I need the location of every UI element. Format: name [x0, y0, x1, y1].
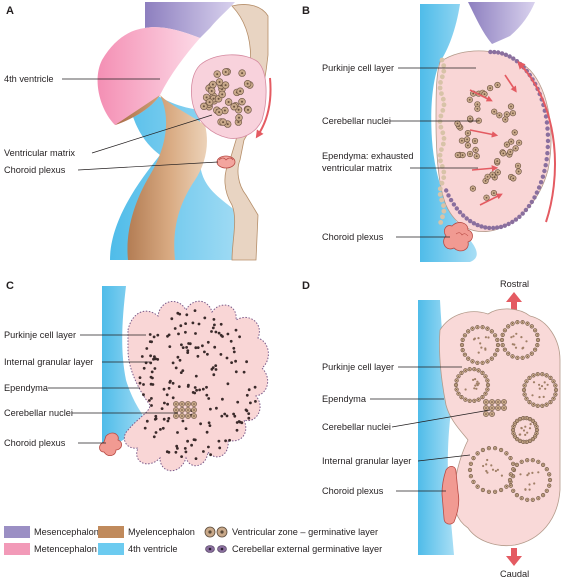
panel-b-cell-clusters	[437, 49, 551, 231]
legend-swatch-external-layer	[205, 545, 227, 553]
panel-b-label-nuclei: Cerebellar nuclei	[322, 116, 391, 126]
legend-swatch-fourth-ventricle	[98, 543, 124, 555]
panel-c: C Purkinje cell layer Internal granular …	[4, 280, 269, 472]
panel-d: D Rostral Caudal Purkinje cell layer Epe…	[302, 279, 561, 579]
panel-a-label-plexus: Choroid plexus	[4, 165, 66, 175]
panel-b-migration-arrows	[469, 74, 517, 206]
legend-label-metencephalon: Metencephalon	[34, 544, 97, 554]
panel-d-leader-granular	[417, 454, 471, 462]
legend-label-mesencephalon: Mesencephalon	[34, 527, 99, 537]
panel-c-letter: C	[6, 280, 14, 292]
panel-d-label-granular: Internal granular layer	[322, 456, 411, 466]
panel-d-label-caudal: Caudal	[500, 569, 529, 579]
panel-a-leader-plexus	[77, 161, 219, 171]
panel-b: B Purkinje cell layer Cerebellar nuclei …	[302, 2, 556, 262]
panel-d-label-purkinje: Purkinje cell layer	[322, 362, 394, 372]
panel-a-migration-arrow	[255, 77, 272, 139]
panel-b-label-purkinje: Purkinje cell layer	[322, 63, 394, 73]
legend-swatch-metencephalon	[4, 543, 30, 555]
panel-b-label-plexus: Choroid plexus	[322, 232, 384, 242]
panel-d-choroid-plexus	[441, 466, 460, 525]
panel-c-fourth-ventricle	[102, 286, 150, 448]
panel-b-label-ependyma-2: ventricular matrix	[322, 163, 392, 173]
legend: Mesencephalon Metencephalon Myelencephal…	[4, 526, 382, 555]
legend-swatch-myelencephalon	[98, 526, 124, 538]
legend-label-external-layer: Cerebellar external germinative layer	[232, 544, 382, 554]
panel-b-label-ependyma-1: Ependyma: exhausted	[322, 151, 413, 161]
legend-label-fourth-ventricle: 4th ventricle	[128, 544, 178, 554]
panel-a: A 4th ventricle Ventricular matrix Choro…	[4, 2, 272, 261]
panel-d-label-nuclei: Cerebellar nuclei	[322, 422, 391, 432]
panel-d-lobule-cells	[453, 320, 559, 502]
panel-c-label-plexus: Choroid plexus	[4, 438, 66, 448]
panel-d-caudal-arrow	[506, 548, 522, 566]
panel-c-label-granular: Internal granular layer	[4, 357, 93, 367]
panel-a-metencephalon	[97, 27, 200, 125]
panel-a-label-matrix: Ventricular matrix	[4, 148, 75, 158]
panel-d-label-ependyma: Ependyma	[322, 394, 367, 404]
legend-swatch-mesencephalon	[4, 526, 30, 538]
legend-label-ventricular-zone: Ventricular zone – germinative layer	[232, 527, 378, 537]
panel-d-letter: D	[302, 280, 310, 292]
panel-c-cell-clusters	[138, 309, 257, 460]
panel-b-external-arrow	[517, 61, 556, 223]
panel-a-choroid-plexus	[216, 155, 236, 169]
panel-c-cerebellum	[123, 300, 269, 472]
panel-d-leader-nuclei	[391, 409, 491, 428]
panel-b-letter: B	[302, 5, 310, 17]
panel-a-leader-matrix	[91, 114, 213, 154]
panel-c-label-purkinje: Purkinje cell layer	[4, 330, 76, 340]
panel-d-label-rostral: Rostral	[500, 279, 529, 289]
panel-d-label-plexus: Choroid plexus	[322, 486, 384, 496]
panel-a-letter: A	[6, 5, 14, 17]
panel-a-ventricular-zone-cells	[200, 68, 254, 128]
legend-swatch-ventricular-zone	[204, 526, 228, 538]
panel-b-choroid-plexus	[443, 222, 473, 252]
legend-label-myelencephalon: Myelencephalon	[128, 527, 195, 537]
panel-d-rostral-arrow	[506, 292, 522, 310]
panel-b-fourth-ventricle	[420, 4, 477, 262]
panel-a-mesencephalon	[145, 2, 235, 38]
panel-a-cerebellar-plate	[191, 54, 267, 139]
panel-b-mesencephalon	[468, 2, 535, 44]
panel-c-label-ependyma: Ependyma	[4, 383, 49, 393]
panel-c-label-nuclei: Cerebellar nuclei	[4, 408, 73, 418]
panel-a-label-ventricle: 4th ventricle	[4, 74, 54, 84]
panel-c-choroid-plexus	[99, 432, 122, 456]
panel-a-myelencephalon	[115, 95, 207, 260]
